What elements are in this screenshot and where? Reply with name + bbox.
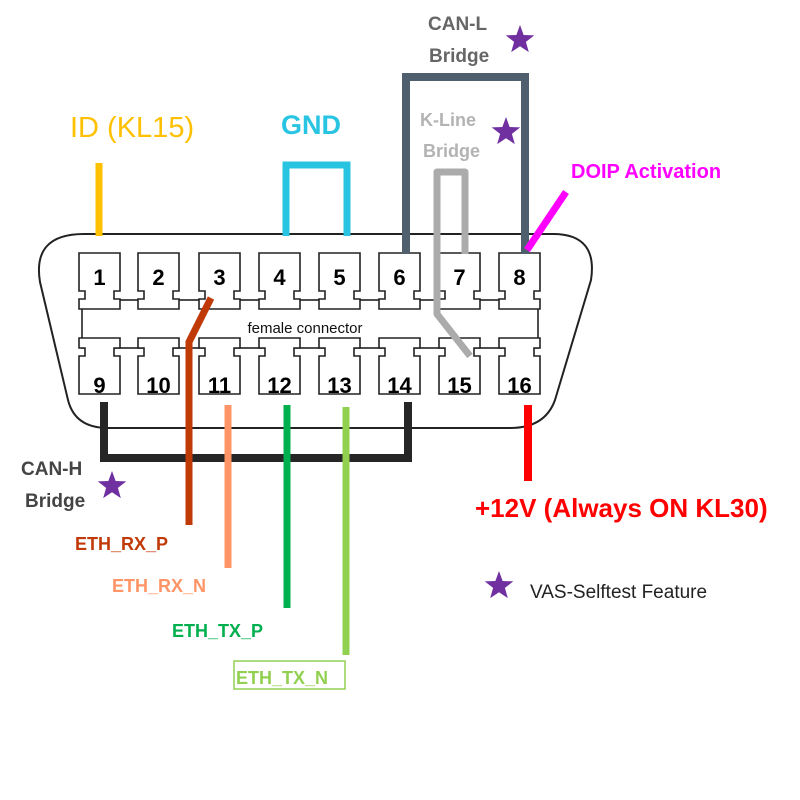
star-shape [491,117,521,145]
wire-can-h-bridge [100,402,412,462]
cavity-joint [506,344,533,352]
cavity-joint [386,344,413,352]
cavity-joint [206,296,233,304]
star-icon [491,117,521,145]
cavity-joint [506,296,533,304]
label-eth-rx-n: ETH_RX_N [112,576,206,596]
pin-number-13: 13 [327,373,351,398]
cavity-joint [206,344,233,352]
cavity-joint [86,344,113,352]
pin-number-7: 7 [453,265,465,290]
label-can-l-line1: CAN-L [428,14,487,35]
pin-cavity [498,252,541,310]
cavity-joint [145,344,172,352]
label-kline-line2: Bridge [423,141,480,161]
pin-number-15: 15 [447,373,471,398]
pin-cavities [78,252,541,395]
wire-kline-bridge [433,168,473,359]
pin-number-9: 9 [93,373,105,398]
pin-number-2: 2 [152,265,164,290]
label-gnd: GND [281,110,341,140]
pin-number-8: 8 [513,265,525,290]
cavity-joint [326,296,353,304]
star-icon [484,571,514,599]
label-kline-line1: K-Line [420,110,476,130]
cavity-joint [386,296,413,304]
pin-cavity [378,252,421,310]
pin-number-10: 10 [146,373,170,398]
label-doip-activation: DOIP Activation [571,161,721,183]
cavity-joint [326,344,353,352]
pin-cavity [438,252,481,310]
pin-number-5: 5 [333,265,345,290]
pin-number-4: 4 [273,265,286,290]
legend-text: VAS-Selftest Feature [530,582,707,603]
pin-cavity [318,252,361,310]
wire-gnd-bridge [282,161,351,236]
star-shape [505,25,535,53]
star-shape [484,571,514,599]
label-power-kl30: +12V (Always ON KL30) [475,493,768,523]
pin-cavity [137,252,180,310]
cavity-joint [446,296,473,304]
label-can-h-line1: CAN-H [21,459,82,480]
label-eth-tx-p: ETH_TX_P [172,621,263,641]
pin-cavity [78,252,121,310]
wire-eth-rx-p [185,296,215,525]
star-icon [505,25,535,53]
cavity-joint [145,296,172,304]
label-eth-tx-n: ETH_TX_N [236,668,328,688]
label-eth-rx-p: ETH_RX_P [75,534,168,554]
pin-number-6: 6 [393,265,405,290]
cavity-joint [266,296,293,304]
label-eth-tx-n-box [233,660,346,690]
wire-can-l-bridge [402,73,529,254]
label-id-kl15: ID (KL15) [70,112,194,144]
pin-number-16: 16 [507,373,531,398]
connector-caption: female connector [247,320,362,337]
wire-doip [524,190,569,252]
legend: VAS-Selftest Feature [484,571,707,603]
pin-cavity [198,252,241,310]
star-icon [97,471,127,499]
cavity-joint [86,296,113,304]
star-shape [97,471,127,499]
cavity-joint [266,344,293,352]
label-can-h-line2: Bridge [25,491,85,512]
pin-number-14: 14 [387,373,412,398]
pin-cavity [258,252,301,310]
pin-number-11: 11 [208,373,231,398]
label-can-l-line2: Bridge [429,46,489,67]
pin-number-1: 1 [93,265,105,290]
pin-number-12: 12 [267,373,291,398]
pin-number-3: 3 [213,265,225,290]
